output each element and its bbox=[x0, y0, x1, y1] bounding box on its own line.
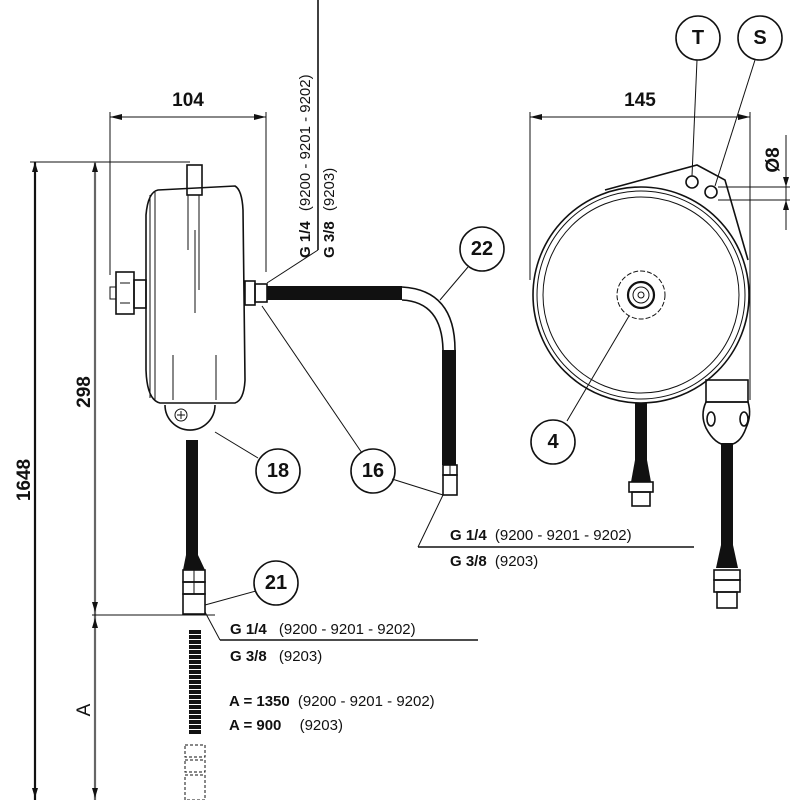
svg-text:4: 4 bbox=[547, 431, 559, 453]
inlet-thread-line1-bold: G 1/4 bbox=[297, 221, 314, 258]
side-view-body bbox=[109, 164, 268, 431]
svg-text:T: T bbox=[692, 27, 704, 49]
hose-end-thread-line2-rest: (9203) bbox=[495, 553, 538, 570]
outlet-thread-line1-rest: (9200 - 9201 - 9202) bbox=[279, 621, 416, 638]
dimension-hole-diameter: Ø8 bbox=[718, 135, 790, 230]
inlet-thread-line1-rest: (9200 - 9201 - 9202) bbox=[297, 74, 314, 211]
dimension-width-145: 145 bbox=[529, 90, 751, 400]
balloon-4: 4 bbox=[530, 315, 630, 465]
balloon-t: T bbox=[675, 15, 721, 177]
outlet-thread-line2-rest: (9203) bbox=[279, 648, 322, 665]
dim-label-104: 104 bbox=[172, 90, 204, 111]
svg-text:G 3/8 (9203): G 3/8 (9203) bbox=[450, 553, 538, 570]
inlet-thread-line2-bold: G 3/8 bbox=[321, 221, 338, 258]
dim-label-1648: 1648 bbox=[14, 459, 35, 501]
svg-text:21: 21 bbox=[265, 572, 287, 594]
length-note-1: A = 1350 (9200 - 9201 - 9202) bbox=[229, 693, 435, 710]
dimension-body-height: 298 A bbox=[74, 162, 215, 800]
inlet-thread-note: G 1/4 (9200 - 9201 - 9202) G 3/8 (9203) bbox=[266, 0, 338, 284]
outlet-thread-note: G 1/4 (9200 - 9201 - 9202) G 3/8 (9203) bbox=[204, 611, 478, 665]
svg-text:18: 18 bbox=[267, 460, 289, 482]
length-note-2: A = 900 (9203) bbox=[229, 717, 343, 734]
dimension-width-104: 104 bbox=[109, 90, 267, 275]
hose-end-thread-line1-rest: (9200 - 9201 - 9202) bbox=[495, 527, 632, 544]
outlet-thread-line2-bold: G 3/8 bbox=[230, 648, 267, 665]
hose-end-thread-line1-bold: G 1/4 bbox=[450, 527, 487, 544]
svg-text:G 1/4 (9200 - 9201 - 920: G 1/4 (9200 - 9201 - 9202) bbox=[297, 74, 314, 258]
svg-text:S: S bbox=[753, 27, 766, 49]
balloon-s: S bbox=[714, 15, 783, 187]
inlet-thread-line2-rest: (9203) bbox=[321, 168, 338, 211]
dim-label-298: 298 bbox=[74, 376, 95, 408]
outlet-thread-line1-bold: G 1/4 bbox=[230, 621, 267, 638]
length-notes: A = 1350 (9200 - 9201 - 9202) A = 900 (9… bbox=[229, 693, 435, 734]
hose-end-thread-line2-bold: G 3/8 bbox=[450, 553, 487, 570]
balloon-21: 21 bbox=[204, 560, 299, 606]
outlet-hose bbox=[182, 440, 206, 800]
dim-label-145: 145 bbox=[624, 90, 656, 111]
side-view-hose bbox=[267, 286, 458, 496]
svg-text:G 3/8 (9203): G 3/8 (9203) bbox=[230, 648, 322, 665]
dim-label-o8: Ø8 bbox=[763, 147, 784, 172]
balloon-18: 18 bbox=[214, 431, 301, 494]
dimension-total-height: 1648 bbox=[14, 161, 190, 800]
dim-label-a: A bbox=[74, 703, 95, 716]
svg-text:22: 22 bbox=[471, 238, 493, 260]
svg-text:G 1/4 (9200 - 9201 - 920: G 1/4 (9200 - 9201 - 9202) bbox=[230, 621, 416, 638]
svg-text:16: 16 bbox=[362, 460, 384, 482]
front-view-hoses bbox=[628, 403, 741, 609]
svg-text:G 1/4 (9200 - 9201 - 920: G 1/4 (9200 - 9201 - 9202) bbox=[450, 527, 632, 544]
balloon-16: 16 bbox=[261, 305, 444, 496]
balloon-22: 22 bbox=[439, 226, 505, 301]
hose-end-thread-note: G 1/4 (9200 - 9201 - 9202) G 3/8 (9203) bbox=[417, 494, 694, 570]
svg-text:G 3/8 (9203): G 3/8 (9203) bbox=[321, 168, 338, 258]
